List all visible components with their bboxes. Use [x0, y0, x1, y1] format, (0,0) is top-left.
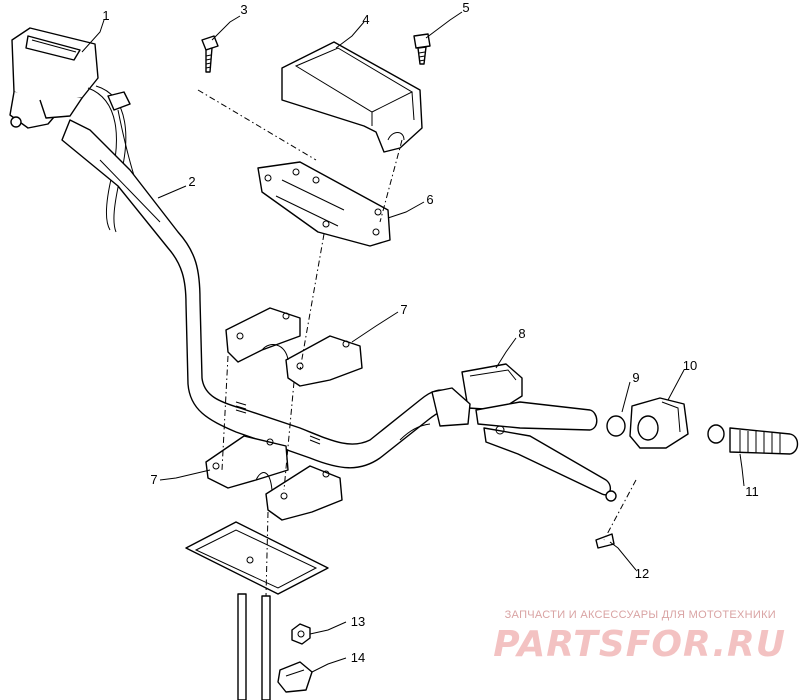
assembly-lines — [197, 89, 637, 597]
callout-14: 14 — [351, 650, 365, 665]
part-13-nut — [291, 623, 311, 645]
leader-lines — [81, 11, 745, 673]
callout-2: 2 — [188, 174, 195, 189]
callout-7-upper: 7 — [400, 302, 407, 317]
callout-5: 5 — [462, 0, 469, 15]
part-7-upper-clamp — [225, 307, 363, 387]
callout-8: 8 — [518, 326, 525, 341]
watermark-tagline: ЗАПЧАСТИ И АКСЕССУАРЫ ДЛЯ МОТОТЕХНИКИ — [505, 609, 776, 621]
watermark-logo: PARTSFOR.RU — [493, 624, 786, 665]
callout-4: 4 — [362, 12, 369, 27]
part-3-screw — [201, 35, 219, 73]
part-12-screw — [595, 533, 615, 549]
callout-11: 11 — [745, 484, 759, 499]
part-14-clip — [277, 661, 313, 693]
part-6-plate — [257, 161, 391, 247]
callout-6: 6 — [426, 192, 433, 207]
part-10-switch-housing — [629, 397, 689, 449]
part-9-plug — [606, 415, 626, 437]
steering-post — [185, 521, 329, 700]
callout-3: 3 — [240, 2, 247, 17]
part-5-screw — [413, 33, 431, 65]
part-11-grip — [707, 424, 799, 455]
callout-13: 13 — [351, 614, 365, 629]
part-7-lower-clamp — [205, 435, 343, 521]
callout-10: 10 — [683, 358, 697, 373]
part-8-master-cylinder — [431, 363, 617, 502]
watermark: ЗАПЧАСТИ И АКСЕССУАРЫ ДЛЯ МОТОТЕХНИКИ PA… — [493, 609, 786, 665]
callout-7-lower: 7 — [150, 472, 157, 487]
part-1-throttle-housing — [9, 27, 99, 129]
callout-1: 1 — [102, 8, 109, 23]
callout-12: 12 — [635, 566, 649, 581]
callout-labels: 1 2 3 4 5 6 7 7 8 9 10 11 12 13 14 — [102, 0, 758, 665]
part-4-pad — [281, 41, 423, 153]
callout-9: 9 — [632, 370, 639, 385]
